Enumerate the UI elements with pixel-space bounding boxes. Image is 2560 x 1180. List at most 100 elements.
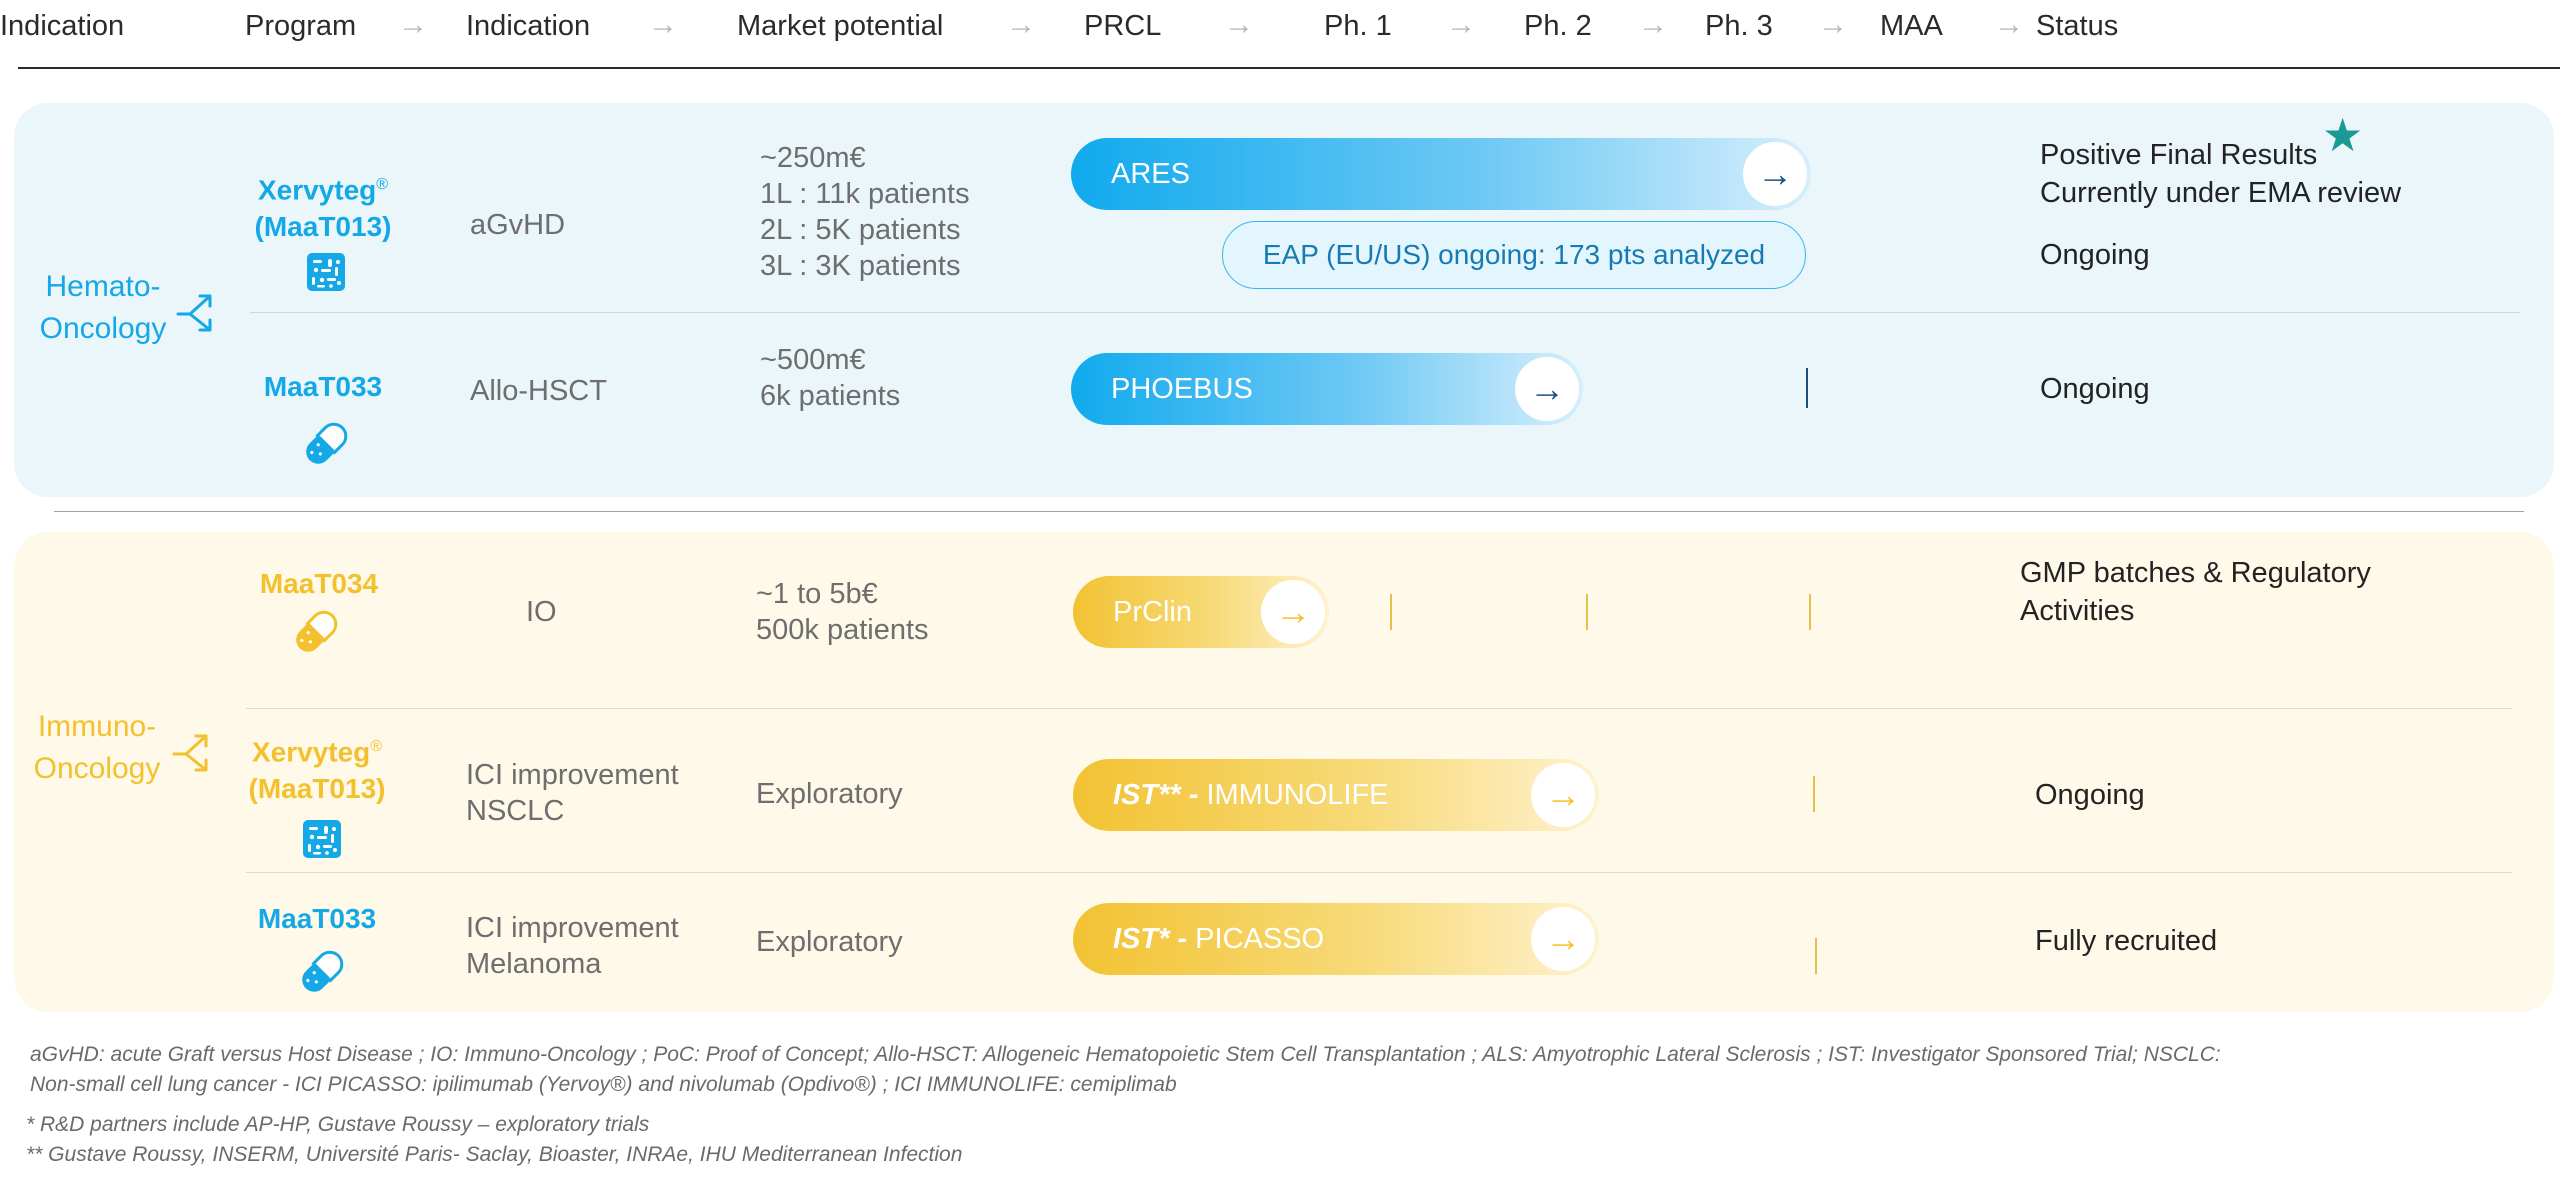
footnote-line: ** Gustave Roussy, INSERM, Université Pa… <box>26 1143 963 1166</box>
market-line: 6k patients <box>760 380 901 412</box>
header-program: Program <box>245 10 357 42</box>
group-label-line: Hemato- <box>45 270 161 303</box>
footnote-line: * R&D partners include AP-HP, Gustave Ro… <box>26 1113 650 1136</box>
group-label-line: Immuno- <box>37 710 157 743</box>
program-name: MaaT033 <box>263 371 383 402</box>
header-arrow-icon: → <box>1446 8 1476 41</box>
row-divider <box>246 708 2512 709</box>
market-line: ~1 to 5b€ <box>756 578 878 610</box>
trial-name: PICASSO <box>1187 922 1325 955</box>
market-line: ~500m€ <box>760 344 866 376</box>
eap-badge: EAP (EU/US) ongoing: 173 pts analyzed <box>1222 221 1806 289</box>
microbiome-icon <box>307 253 345 291</box>
capsule-icon <box>306 422 348 464</box>
arrow-right-icon: → <box>1515 357 1579 421</box>
phase-tick <box>1390 594 1392 630</box>
indication-cell: Allo-HSCT <box>470 375 607 407</box>
header-ph2: Ph. 2 <box>1524 10 1592 42</box>
trial-bar-phoebus[interactable]: PHOEBUS → <box>1071 353 1583 425</box>
row-divider <box>246 872 2512 873</box>
status-cell: Positive Final Results Currently under E… <box>2040 136 2401 212</box>
trial-bar-immunolife[interactable]: IST** - IMMUNOLIFE → <box>1073 759 1599 831</box>
program-code: (MaaT013) <box>254 211 392 243</box>
row-divider <box>250 312 2520 313</box>
capsule-icon <box>296 610 338 652</box>
header-arrow-icon: → <box>1818 8 1848 41</box>
header-divider <box>18 67 2560 69</box>
market-line: 500k patients <box>756 614 929 646</box>
header-arrow-icon: → <box>1006 8 1036 41</box>
status-line: Positive Final Results <box>2040 139 2318 171</box>
program-name-line: Xervyteg <box>257 174 377 206</box>
program-name: MaaT034 <box>259 568 379 599</box>
header-status: Status <box>2036 10 2119 42</box>
header-arrow-icon: → <box>398 8 428 41</box>
arrow-right-icon: → <box>1261 580 1325 644</box>
trial-bar-picasso[interactable]: IST* - PICASSO → <box>1073 903 1599 975</box>
market-potential-cell: Exploratory <box>756 778 903 810</box>
trial-bar-ares[interactable]: ARES → <box>1071 138 1811 210</box>
header-arrow-icon: → <box>648 8 678 41</box>
indication-line: Melanoma <box>466 948 602 980</box>
program-name: Xervyteg® (MaaT013) <box>240 166 406 245</box>
market-line: 3L : 3K patients <box>760 250 961 282</box>
trial-name: IMMUNOLIFE <box>1198 778 1389 811</box>
split-arrow-icon <box>176 294 212 332</box>
trial-type: IST* - <box>1113 922 1188 955</box>
registered-mark: ® <box>370 738 383 755</box>
capsule-icon <box>302 950 344 992</box>
header-ph1: Ph. 1 <box>1324 10 1392 42</box>
phase-tick <box>1815 938 1817 974</box>
arrow-right-icon: → <box>1531 907 1595 971</box>
indication-cell: ICI improvement Melanoma <box>466 910 679 982</box>
market-line: 1L : 11k patients <box>760 178 970 210</box>
phase-tick <box>1806 368 1808 408</box>
header-arrow-icon: → <box>1994 8 2024 41</box>
trial-bar-prclin[interactable]: PrClin → <box>1073 576 1329 648</box>
phase-tick <box>1809 594 1811 630</box>
header-indication: Indication <box>0 10 125 42</box>
status-line: Currently under EMA review <box>2040 177 2402 209</box>
header-arrow-icon: → <box>1224 8 1254 41</box>
market-potential-cell: Exploratory <box>756 926 903 958</box>
footnote-line: Non-small cell lung cancer - ICI PICASSO… <box>30 1073 1177 1096</box>
program-code: (MaaT013) <box>248 773 386 805</box>
trial-label: IST** - IMMUNOLIFE <box>1113 779 1389 812</box>
star-icon: ★ <box>2322 109 2364 161</box>
trial-label: PrClin <box>1113 595 1192 628</box>
footnote-partners: * R&D partners include AP-HP, Gustave Ro… <box>26 1110 962 1170</box>
registered-mark: ® <box>376 176 389 193</box>
status-cell: Ongoing <box>2040 239 2150 271</box>
footnote-line: aGvHD: acute Graft versus Host Disease ;… <box>30 1043 2221 1066</box>
group-label-immuno: Immuno- Oncology <box>24 706 170 790</box>
panel-divider <box>54 511 2524 512</box>
market-line: ~250m€ <box>760 142 866 174</box>
arrow-right-icon: → <box>1743 142 1807 206</box>
trial-type: IST** - <box>1113 778 1199 811</box>
header-arrow-icon: → <box>1638 8 1668 41</box>
group-label-line: Oncology <box>33 752 161 785</box>
market-potential-cell: ~250m€ 1L : 11k patients 2L : 5K patient… <box>760 140 970 284</box>
status-line: GMP batches & Regulatory <box>2020 557 2371 589</box>
program-name: MaaT033 <box>257 903 377 934</box>
indication-cell: IO <box>526 596 557 628</box>
market-potential-cell: ~500m€ 6k patients <box>760 342 900 414</box>
indication-line: NSCLC <box>466 795 565 827</box>
status-cell: Fully recruited <box>2035 925 2218 957</box>
microbiome-icon <box>303 820 341 858</box>
footnote-abbreviations: aGvHD: acute Graft versus Host Disease ;… <box>30 1040 2221 1100</box>
header-prcl: PRCL <box>1084 10 1162 42</box>
status-cell: Ongoing <box>2040 373 2150 405</box>
group-label-hemato: Hemato- Oncology <box>30 266 176 350</box>
header-market-potential: Market potential <box>737 10 944 42</box>
phase-tick <box>1813 776 1815 812</box>
indication-line: ICI improvement <box>466 912 679 944</box>
indication-cell: aGvHD <box>470 209 566 241</box>
indication-line: ICI improvement <box>466 759 679 791</box>
trial-label: ARES <box>1111 157 1190 190</box>
trial-label: IST* - PICASSO <box>1113 923 1324 956</box>
header-ph3: Ph. 3 <box>1705 10 1773 42</box>
program-name-line: Xervyteg <box>251 736 371 768</box>
header-maa: MAA <box>1880 10 1943 42</box>
arrow-right-icon: → <box>1531 763 1595 827</box>
